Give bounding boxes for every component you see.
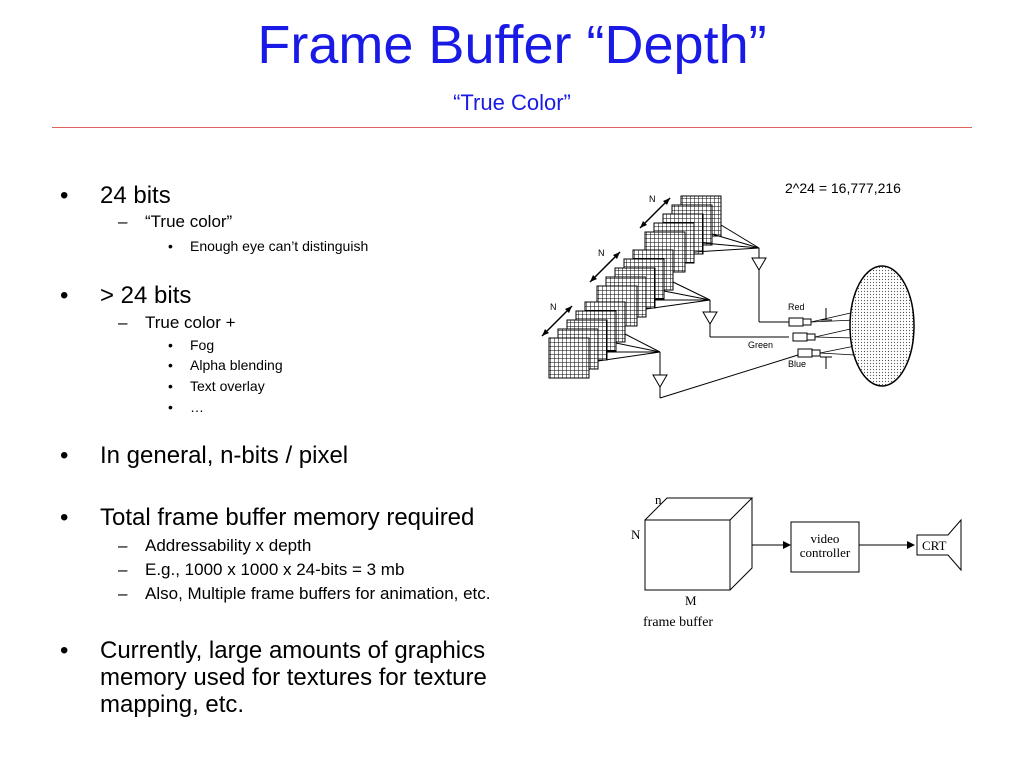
frame-buffer-cube bbox=[644, 497, 754, 591]
video-controller-line1: video bbox=[811, 531, 840, 546]
sub-marker: – bbox=[118, 584, 128, 603]
bullet-total-memory: Total frame buffer memory required bbox=[100, 504, 475, 531]
gun-label-green: Green bbox=[748, 340, 773, 350]
frame-buffer-caption: frame buffer bbox=[643, 615, 713, 630]
sub-marker: – bbox=[118, 313, 128, 332]
sub-marker: – bbox=[118, 536, 128, 555]
crt-label: CRT bbox=[922, 538, 947, 553]
sub-addressability: Addressability x depth bbox=[145, 536, 312, 555]
frame-buffer-pipeline-diagram: n N M frame buffer video controller CRT bbox=[631, 492, 962, 630]
depth-label-n: n bbox=[655, 492, 662, 507]
subsub-fog: Fog bbox=[190, 337, 215, 353]
dac-red bbox=[751, 257, 767, 271]
bullet-texture-memory: Currently, large amounts of graphics mem… bbox=[100, 637, 487, 718]
subsub-text-overlay: Text overlay bbox=[190, 378, 265, 394]
gun-red bbox=[788, 317, 804, 327]
dac-green bbox=[702, 311, 718, 325]
bit-depth-equation: 2^24 = 16,777,216 bbox=[785, 180, 901, 196]
sub-true-color: “True color” bbox=[145, 212, 233, 231]
subsub-alpha-blending: Alpha blending bbox=[190, 357, 283, 373]
bullet-marker: • bbox=[60, 182, 69, 209]
sub-marker: – bbox=[118, 212, 128, 231]
sub-example-3mb: E.g., 1000 x 1000 x 24-bits = 3 mb bbox=[145, 560, 405, 579]
video-controller-line2: controller bbox=[800, 545, 851, 560]
bullet-marker: • bbox=[60, 442, 69, 469]
slide-title: Frame Buffer “Depth” bbox=[257, 15, 767, 75]
gun-label-blue: Blue bbox=[788, 359, 806, 369]
gun-blue bbox=[797, 348, 813, 358]
subsub-ellipsis: … bbox=[190, 399, 204, 415]
subsub-enough-eye: Enough eye can’t distinguish bbox=[190, 238, 369, 254]
crt-icon bbox=[916, 518, 962, 572]
subsub-marker: • bbox=[168, 378, 173, 394]
bullet-marker: • bbox=[60, 637, 69, 664]
electron-beams bbox=[810, 311, 856, 356]
subsub-marker: • bbox=[168, 337, 173, 353]
bitplane-stack-bottom bbox=[548, 301, 626, 379]
bullet-marker: • bbox=[60, 504, 69, 531]
title-divider bbox=[52, 127, 972, 128]
gun-label-red: Red bbox=[788, 302, 805, 312]
subsub-marker: • bbox=[168, 399, 173, 415]
height-label-N: N bbox=[631, 527, 641, 542]
n-label-middle: N bbox=[598, 248, 605, 258]
bullet-marker: • bbox=[60, 282, 69, 309]
sub-true-color-plus: True color + bbox=[145, 313, 236, 332]
subsub-marker: • bbox=[168, 238, 173, 254]
gun-green bbox=[792, 332, 808, 342]
dac-wiring bbox=[597, 224, 799, 399]
video-controller-box bbox=[790, 521, 860, 573]
bullet-n-bits-per-pixel: In general, n-bits / pixel bbox=[100, 442, 349, 469]
n-label-bottom: N bbox=[550, 302, 557, 312]
sub-multiple-buffers: Also, Multiple frame buffers for animati… bbox=[145, 584, 491, 603]
subsub-marker: • bbox=[168, 357, 173, 373]
slide-subtitle: “True Color” bbox=[453, 90, 571, 115]
dac-blue bbox=[652, 374, 668, 388]
sub-marker: – bbox=[118, 560, 128, 579]
bullet-over-24-bits: > 24 bits bbox=[100, 282, 192, 309]
n-label-top: N bbox=[649, 194, 656, 204]
width-label-M: M bbox=[685, 593, 697, 608]
bullet-24-bits: 24 bits bbox=[100, 182, 171, 209]
crt-screen bbox=[849, 265, 915, 387]
rgb-framebuffer-diagram: 2^24 = 16,777,216 N N N bbox=[541, 180, 915, 399]
